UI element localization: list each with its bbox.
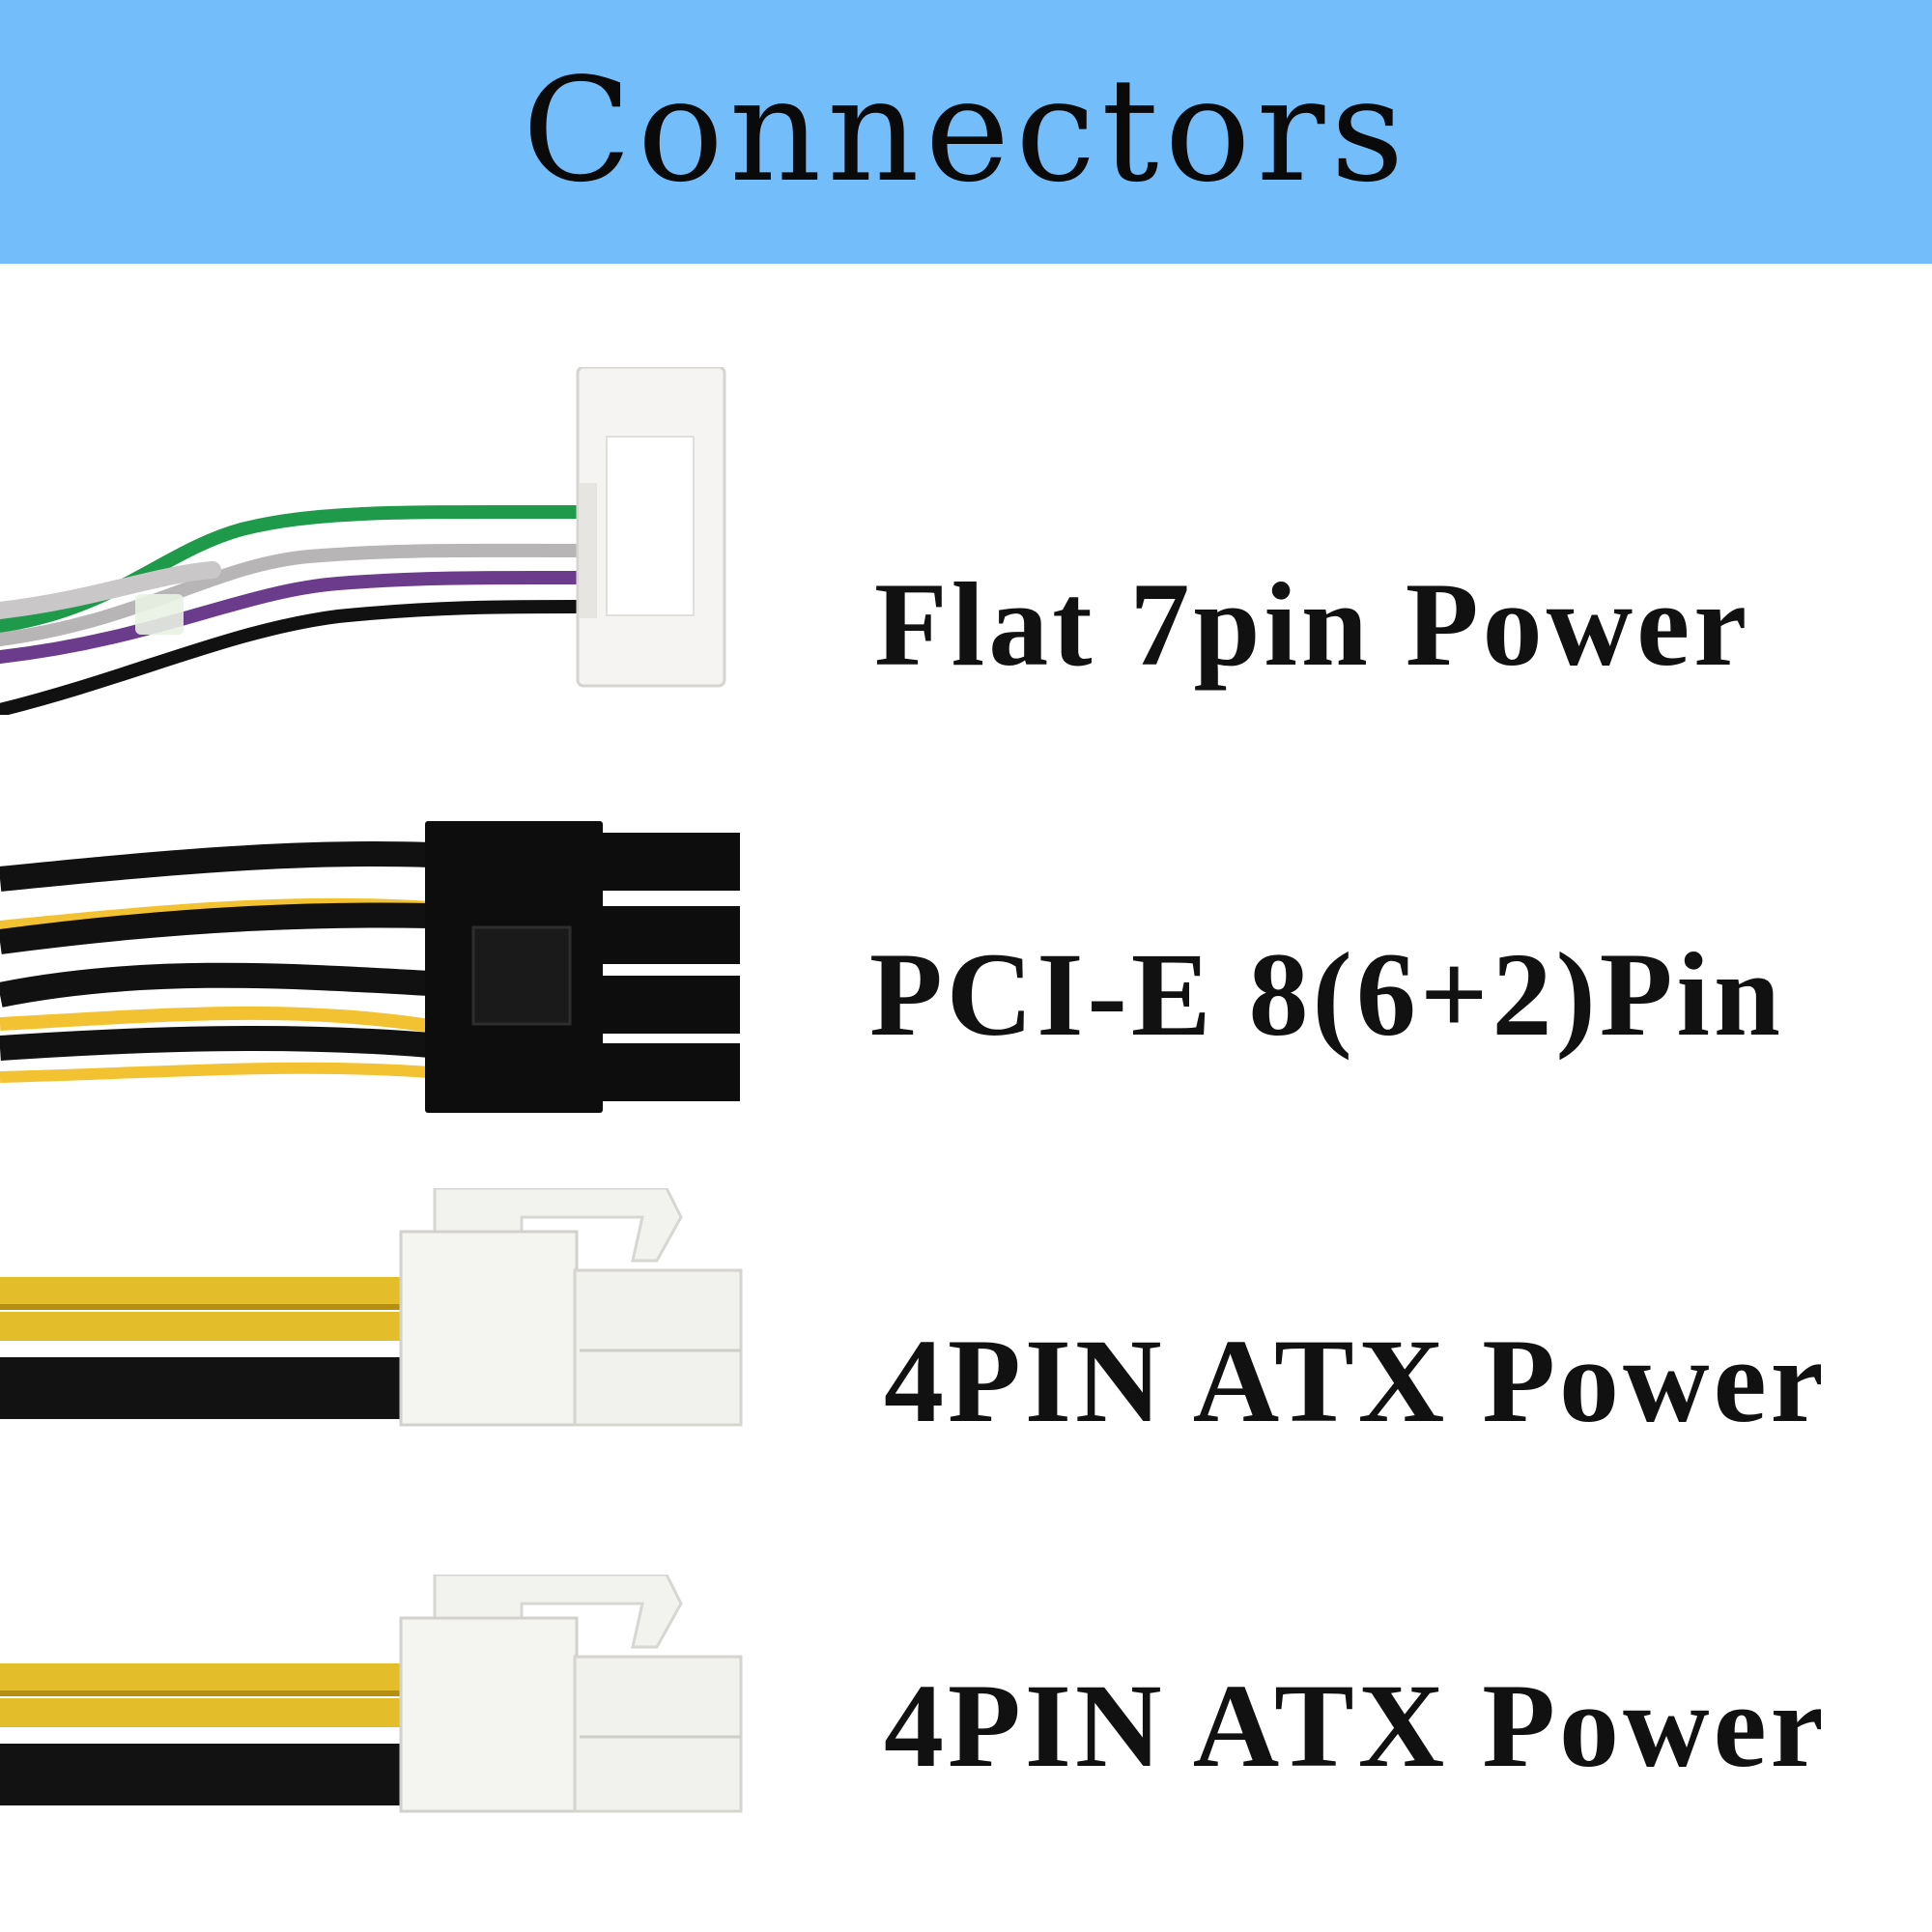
flat-7pin-connector-icon	[0, 367, 726, 715]
connector-label-4pin-atx-1: 4PIN ATX Power	[884, 1315, 1828, 1447]
connector-row-pcie-8pin: PCI-E 8(6+2)Pin	[0, 821, 1932, 1121]
4pin-atx-connector-icon	[0, 1188, 743, 1427]
pcie-8pin-connector-icon	[0, 821, 740, 1113]
connector-row-4pin-atx-2: 4PIN ATX Power	[0, 1575, 1932, 1816]
header-bar: Connectors	[0, 0, 1932, 264]
connector-label-pcie-8pin: PCI-E 8(6+2)Pin	[869, 928, 1784, 1061]
connector-label-flat-7pin: Flat 7pin Power	[874, 558, 1751, 691]
page-title: Connectors	[522, 46, 1410, 213]
connector-row-4pin-atx-1: 4PIN ATX Power	[0, 1188, 1932, 1441]
4pin-atx-connector-icon	[0, 1575, 743, 1813]
connector-label-4pin-atx-2: 4PIN ATX Power	[884, 1660, 1828, 1792]
connector-row-flat-7pin: Flat 7pin Power	[0, 367, 1932, 715]
